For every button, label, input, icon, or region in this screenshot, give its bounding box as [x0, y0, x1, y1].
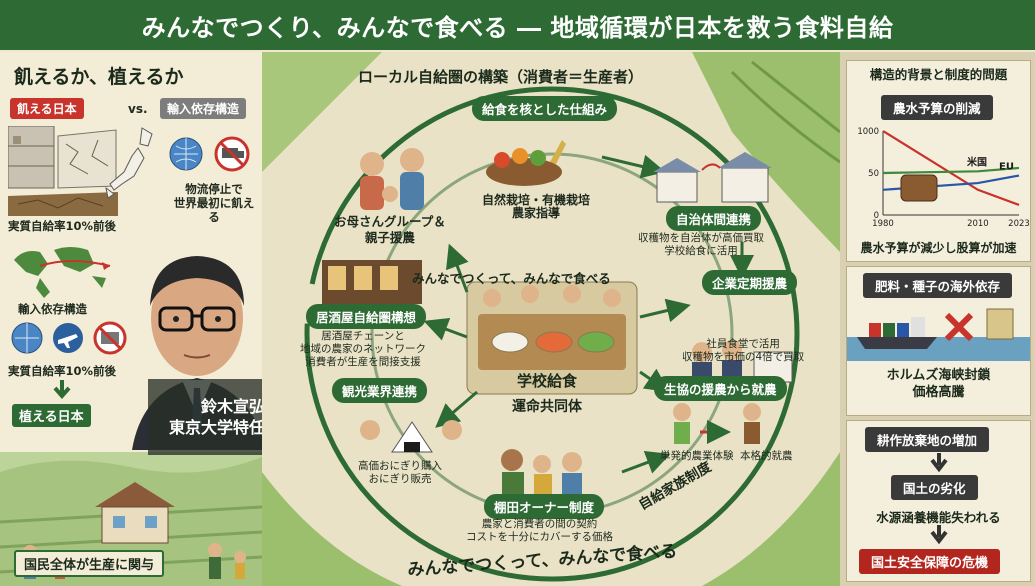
land-decline-label: 国土の劣化	[891, 475, 978, 500]
onigiri-icon	[360, 420, 462, 453]
tag-import-dependence: 輸入依存構造	[160, 98, 247, 119]
professor-name: 鈴木宣弘	[200, 397, 265, 416]
organic-note: 自然栽培・有機栽培 農家指導	[482, 193, 591, 220]
y-tick-label: 1000	[857, 127, 879, 137]
center-title: ローカル自給圏の構築（消費者＝生産者）	[358, 68, 644, 86]
down-arrow-icon	[53, 380, 71, 400]
page-title: みんなでつくり、みんなで食べる ― 地域循環が日本を救う食料自給	[141, 13, 894, 42]
globe-no-truck-icons	[169, 136, 250, 172]
right-section-fertilizer: 肥料・種子の海外依存 ホルムズ海峡封鎖 価格高騰	[846, 266, 1031, 416]
shared-fate-label: 運命共同体	[512, 399, 582, 415]
header-banner: みんなでつくり、みんなで食べる ― 地域循環が日本を救う食料自給	[0, 0, 1035, 50]
school-lunch-scene-icon	[466, 281, 638, 395]
series-line-us	[882, 166, 1020, 175]
center-panel: ローカル自給圏の構築（消費者＝生産者） 給食を核とした仕組み 自然栽培・有機栽培…	[262, 52, 840, 586]
izakaya-note: 居酒屋チェーンと 地域の農家のネットワーク 消費者が生産を間接支援	[300, 330, 426, 368]
tag-planting-japan: 植える日本	[12, 404, 91, 427]
wallet-icon	[900, 174, 938, 202]
farmhouse-icon	[95, 482, 175, 544]
right-title: 構造的背景と制度的問題	[869, 66, 1008, 82]
series-line-japan	[882, 130, 1020, 206]
down-arrow-icon	[930, 525, 948, 545]
bottom-caption-everyone-produces: 国民全体が生産に関与	[14, 550, 165, 577]
trade-icons	[11, 321, 127, 355]
y-tick-label: 50	[868, 169, 879, 179]
import-structure-label: 輸入依存構造	[18, 302, 87, 316]
cycle-diagram-graphics	[262, 52, 840, 586]
y-tick-label: 0	[874, 211, 879, 221]
izakaya-icon	[322, 260, 422, 304]
down-arrow-icon	[930, 453, 948, 473]
terrace-note: 農家と消費者の間の契約 コストを十分にカバーする価格	[466, 518, 613, 543]
municipal-note: 収穫物を自治体が高価買取 学校給食に活用	[638, 232, 764, 257]
pill-terrace-owner: 棚田オーナー制度	[484, 494, 605, 519]
cargo-ship-icon	[847, 308, 1030, 361]
ratio-label-bottom: 実質自給率10%前後	[8, 364, 117, 378]
school-lunch-label: 学校給食	[517, 372, 578, 390]
pill-municipal-cooperation: 自治体間連携	[666, 206, 762, 231]
slogan-inner: みんなでつくって、みんなで食べる	[412, 271, 611, 286]
left-panel: 飢えるか、植えるか 飢える日本 vs. 輸入依存構造 物流停止で	[0, 52, 318, 586]
series-label-us: 米国	[967, 155, 987, 168]
world-map-icon	[14, 247, 111, 298]
japan-map-icon	[105, 127, 153, 199]
pill-coop-to-farming: 生協の援農から就農	[654, 376, 787, 401]
abandoned-farmland-label: 耕作放棄地の増加	[865, 427, 990, 452]
mothers-group-label: お母さんグループ＆ 親子援農	[334, 214, 446, 245]
empty-shelves-icon	[8, 126, 118, 216]
x-tick-label: 1980	[872, 219, 894, 229]
vs-label: vs.	[128, 102, 148, 116]
series-label-eu: EU	[999, 162, 1014, 173]
x-tick-label: 2023	[1008, 219, 1030, 229]
ratio-label-top: 実質自給率10%前後	[8, 219, 117, 233]
mothers-group-icon	[360, 148, 424, 210]
hormuz-caption: ホルムズ海峡封鎖 価格高騰	[886, 368, 991, 400]
budget-cut-label: 農水予算の削減	[881, 95, 993, 120]
pill-izakaya-self-sufficiency: 居酒屋自給圏構想	[306, 304, 427, 329]
x-tick-label: 2010	[967, 219, 989, 229]
national-security-crisis-label: 国土安全保障の危機	[859, 549, 1001, 574]
pill-school-lunch-framework: 給食を核とした仕組み	[472, 96, 618, 121]
left-title: 飢えるか、植えるか	[14, 66, 184, 88]
pill-tourism-cooperation: 観光業界連携	[332, 378, 428, 403]
budget-caption: 農水予算が減少し股算が加速	[860, 241, 1017, 255]
tourism-note: 高価おにぎり購入 おにぎり販売	[358, 460, 442, 485]
water-loss-label: 水源涵養機能失われる	[876, 510, 1001, 525]
vegetables-basket-icon	[486, 140, 566, 186]
fertilizer-dependence-label: 肥料・種子の海外依存	[863, 273, 1013, 298]
coop-farming-icon	[673, 403, 761, 444]
pill-corporate-farming-support: 企業定期援農	[702, 270, 798, 295]
tag-starving-japan: 飢える日本	[10, 98, 84, 119]
coop-note-single: 単発的農業体験	[660, 450, 734, 462]
town-hall-icons	[653, 152, 772, 203]
logistics-note: 物流停止で 世界最初に飢える	[173, 182, 255, 224]
right-section-abandoned: 耕作放棄地の増加 国土の劣化 水源涵養機能失われる 国土安全保障の危機	[846, 420, 1031, 582]
coop-note-full: 本格的就農	[740, 450, 793, 462]
corporate-note: 社員食堂で活用 収穫物を市価の4倍で買取	[682, 338, 805, 363]
farmers-group-icon	[501, 449, 582, 498]
